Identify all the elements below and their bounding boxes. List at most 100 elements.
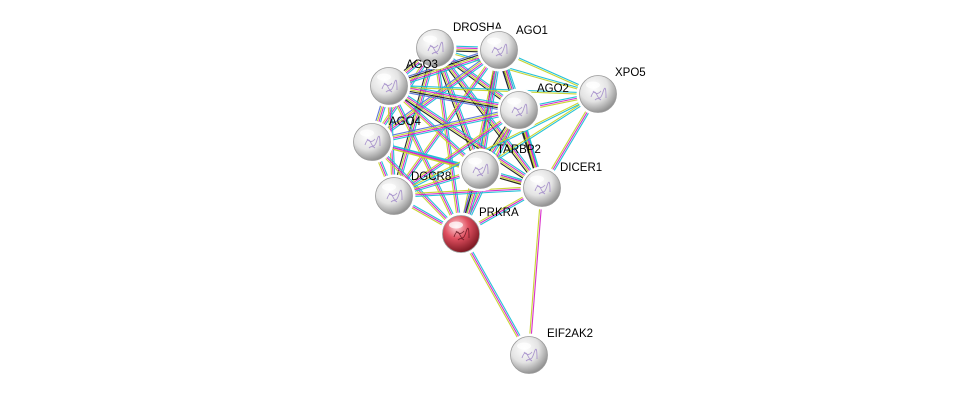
- node-highlight: [360, 129, 374, 137]
- edge-prkra-eif2ak2[interactable]: [459, 232, 531, 357]
- edge-xpo5-dgcr8[interactable]: [393, 92, 599, 198]
- node-prkra[interactable]: PRKRA: [439, 207, 519, 256]
- node-ago1[interactable]: AGO1: [477, 25, 548, 72]
- node-sphere: [500, 91, 538, 129]
- node-highlight: [487, 37, 501, 45]
- node-sphere: [579, 75, 617, 113]
- node-label: DGCR8: [411, 171, 451, 183]
- edge-evidence-coexpression: [388, 87, 519, 113]
- node-dicer1[interactable]: DICER1: [520, 162, 602, 210]
- edge-drosha-xpo5[interactable]: [434, 46, 599, 96]
- edge-evidence-database: [372, 111, 520, 145]
- edge-evidence-experiments: [389, 83, 520, 109]
- node-halo: [439, 212, 483, 256]
- protein-structure-icon: [364, 135, 381, 149]
- edge-evidence-homology: [388, 88, 519, 114]
- node-eif2ak2[interactable]: EIF2AK2: [507, 328, 593, 377]
- node-sphere: [353, 123, 391, 161]
- edge-evidence-textmining: [387, 86, 461, 235]
- node-highlight: [507, 97, 521, 105]
- node-halo: [350, 120, 394, 164]
- node-label: AGO4: [389, 116, 422, 128]
- edge-evidence-database: [435, 46, 599, 94]
- edge-evidence-experiments: [372, 110, 520, 144]
- edge-evidence-textmining: [393, 185, 542, 195]
- protein-structure-icon: [427, 41, 444, 55]
- node-halo: [458, 148, 502, 192]
- edge-evidence-homology: [371, 107, 519, 141]
- edge-evidence-database: [389, 85, 463, 234]
- node-label: DICER1: [560, 162, 602, 174]
- node-tarbp2[interactable]: TARBP2: [458, 144, 541, 192]
- node-halo: [413, 26, 457, 70]
- protein-structure-icon: [590, 87, 607, 101]
- edge-evidence-textmining: [371, 108, 519, 142]
- edge-evidence-database: [480, 94, 599, 172]
- edge-ago3-prkra[interactable]: [387, 85, 463, 235]
- edge-evidence-database: [436, 47, 464, 234]
- edge-evidence-textmining: [392, 108, 519, 196]
- edge-evidence-database: [389, 84, 599, 94]
- edge-dicer1-eif2ak2[interactable]: [527, 187, 544, 356]
- node-highlight: [449, 221, 463, 229]
- node-dgcr8[interactable]: DGCR8: [372, 171, 451, 218]
- node-sphere: [442, 215, 480, 253]
- node-highlight: [530, 175, 544, 183]
- node-highlight: [586, 81, 600, 89]
- edge-evidence-textmining: [479, 92, 598, 170]
- edge-evidence-database: [394, 189, 543, 199]
- node-label: AGO2: [537, 83, 569, 95]
- edge-evidence-experiments: [393, 109, 520, 197]
- protein-structure-icon: [511, 103, 528, 117]
- edge-evidence-textmining: [388, 86, 542, 190]
- edge-evidence-experiments: [393, 187, 543, 197]
- edge-xpo5-tarbp2[interactable]: [479, 92, 599, 172]
- edge-evidence-experiments: [388, 85, 462, 235]
- edge-evidence-database: [389, 82, 520, 108]
- node-halo: [477, 28, 521, 72]
- edge-evidence-textmining: [458, 49, 498, 234]
- edge-evidence-database: [390, 83, 544, 187]
- protein-structure-icon: [491, 43, 508, 57]
- node-sphere: [510, 336, 548, 374]
- node-xpo5[interactable]: XPO5: [576, 67, 646, 116]
- edge-evidence-textmining: [388, 85, 520, 111]
- node-ago4[interactable]: AGO4: [350, 116, 422, 164]
- edge-ago3-dicer1[interactable]: [387, 83, 544, 191]
- node-label: PRKRA: [479, 207, 519, 219]
- node-halo: [576, 72, 620, 116]
- edge-ago2-dgcr8[interactable]: [392, 108, 521, 198]
- node-halo: [507, 333, 551, 377]
- node-label: EIF2AK2: [547, 328, 593, 340]
- edge-ago3-ago2[interactable]: [388, 82, 520, 114]
- node-ago2[interactable]: AGO2: [497, 83, 569, 132]
- node-highlight: [377, 73, 391, 81]
- node-label: XPO5: [615, 67, 646, 79]
- protein-structure-icon: [521, 348, 538, 362]
- edge-evidence-textmining: [388, 86, 598, 96]
- node-highlight: [423, 35, 437, 43]
- node-ago3[interactable]: AGO3: [367, 59, 438, 108]
- node-halo: [367, 64, 411, 108]
- edge-ago2-ago4[interactable]: [371, 107, 520, 145]
- node-highlight: [382, 183, 396, 191]
- node-sphere: [375, 177, 413, 215]
- edge-evidence-experiments: [529, 188, 544, 356]
- node-label: TARBP2: [497, 144, 541, 156]
- edge-evidence-textmining: [527, 187, 542, 355]
- protein-structure-icon: [472, 163, 489, 177]
- node-highlight: [468, 157, 482, 165]
- edge-evidence-database: [394, 94, 599, 198]
- node-halo: [497, 88, 541, 132]
- edge-evidence-database: [461, 232, 531, 355]
- node-sphere: [523, 169, 561, 207]
- node-halo: [372, 174, 416, 218]
- edge-evidence-coexpression: [387, 87, 541, 191]
- node-label: AGO3: [406, 59, 438, 71]
- protein-structure-icon: [534, 181, 551, 195]
- edge-dicer1-dgcr8[interactable]: [393, 185, 543, 199]
- edge-ago3-xpo5[interactable]: [388, 84, 599, 96]
- protein-structure-icon: [453, 227, 470, 241]
